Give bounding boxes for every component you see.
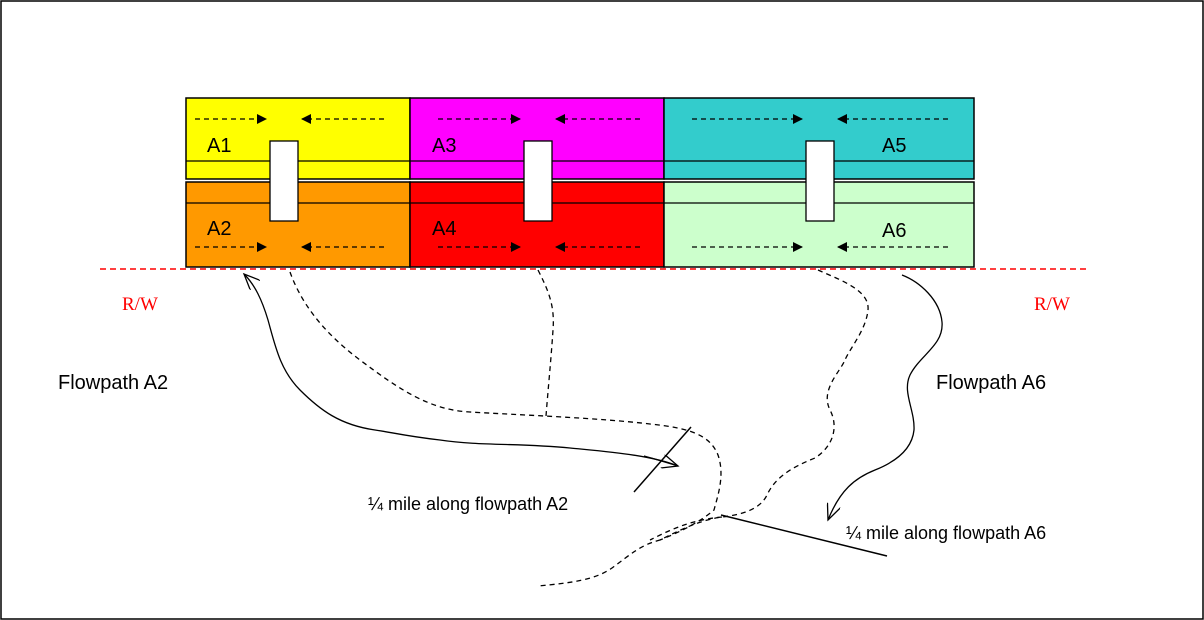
area-label-a6: A6 <box>882 220 906 242</box>
flowpath-a2-label: Flowpath A2 <box>58 372 168 394</box>
quarter-mile-tick-a6 <box>720 514 888 557</box>
flowpath-a2-arrowhead <box>643 456 678 466</box>
area-label-a3: A3 <box>432 135 456 157</box>
crossing-box-3 <box>805 140 835 222</box>
flowpath-a6-label: Flowpath A6 <box>936 372 1046 394</box>
crossing-box-1 <box>269 140 299 222</box>
rw-label-right: R/W <box>1034 294 1070 315</box>
quarter-mile-tick-a2 <box>633 426 692 493</box>
flowpath-a6-arrow <box>828 274 943 520</box>
area-block-a5: A5 <box>663 97 975 180</box>
rw-label-left: R/W <box>122 294 158 315</box>
flowpath-a2-arrow <box>244 274 679 467</box>
area-label-a1: A1 <box>207 135 231 157</box>
crossing-box-2 <box>523 140 553 222</box>
drainage-channels <box>289 269 869 587</box>
area-label-a5: A5 <box>882 135 906 157</box>
area-label-a2: A2 <box>207 218 231 240</box>
area-label-a4: A4 <box>432 218 456 240</box>
quarter-mile-a2-label: ¼ mile along flowpath A2 <box>368 494 568 514</box>
quarter-mile-a6-label: ¼ mile along flowpath A6 <box>846 523 1046 543</box>
